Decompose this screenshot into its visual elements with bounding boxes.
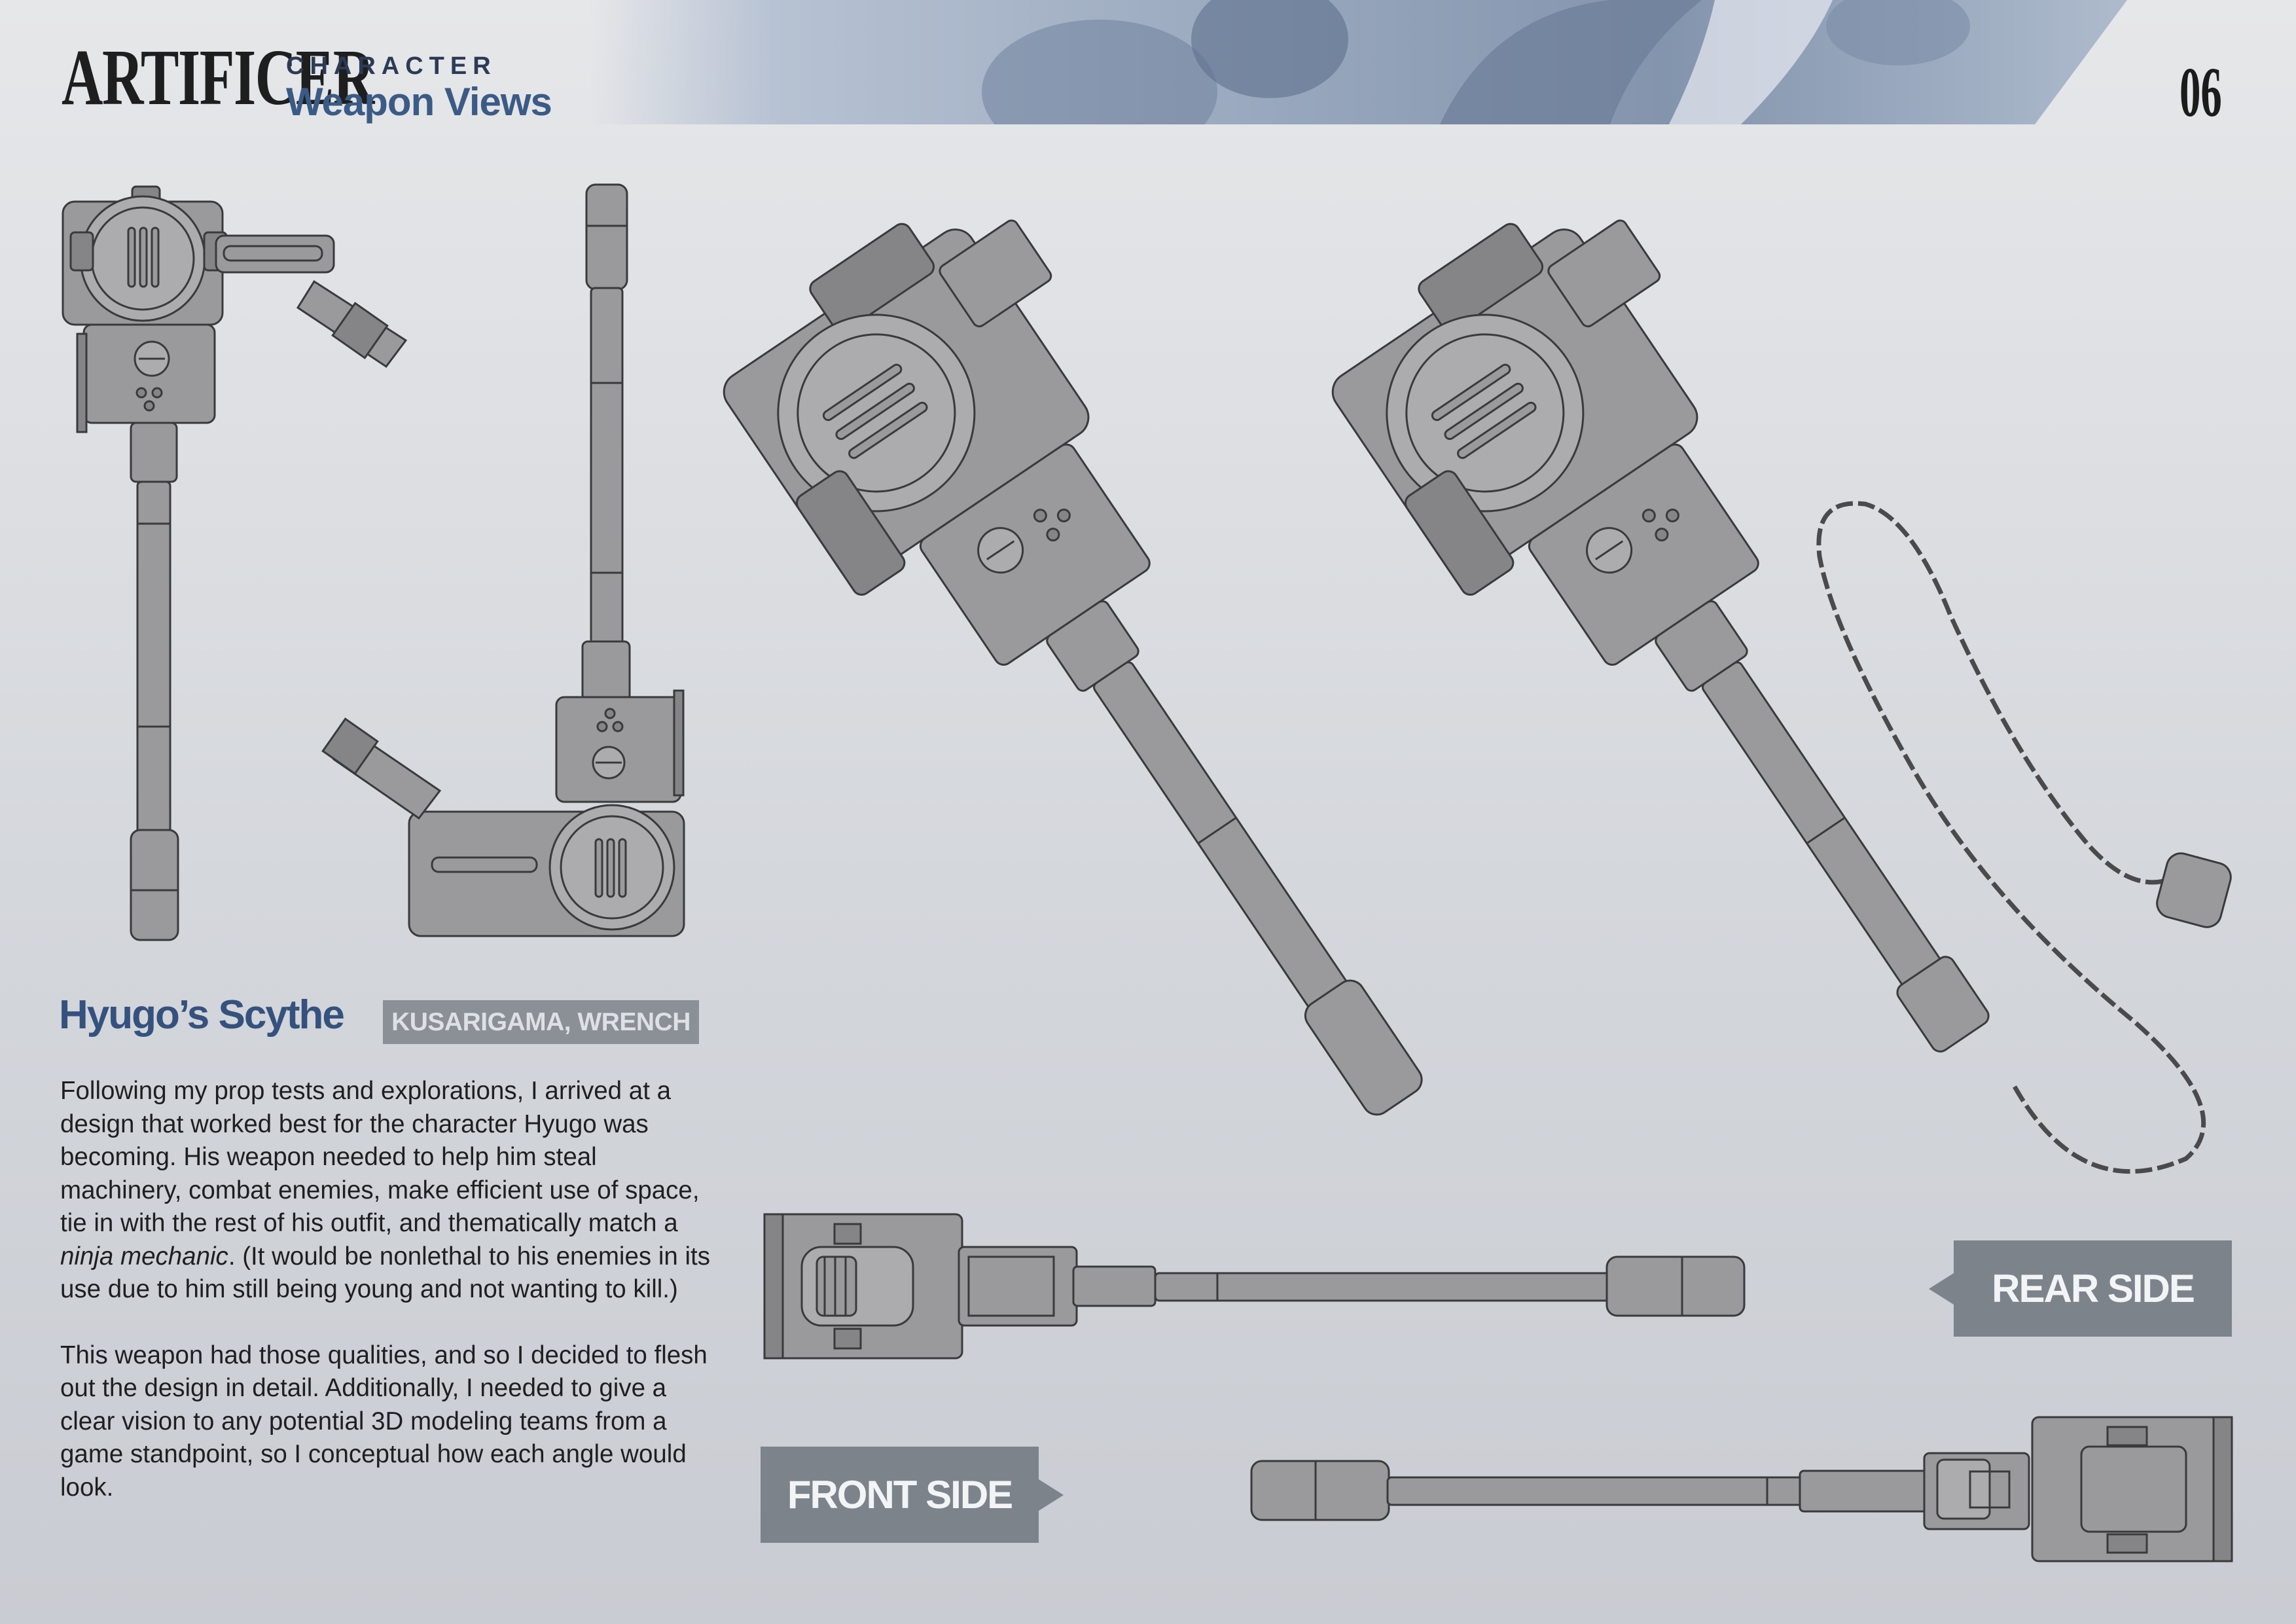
page-title: Weapon Views (286, 80, 552, 124)
paragraph-1-text: Following my prop tests and explorations… (60, 1077, 700, 1237)
weapon-perspective-view-1 (723, 219, 1423, 1116)
weapon-side-view-inverted (321, 183, 685, 937)
front-side-label: FRONT SIDE (761, 1447, 1064, 1543)
chain (1816, 501, 2206, 1174)
weapon-side-view-left (62, 185, 408, 941)
description-paragraph-1: Following my prop tests and explorations… (60, 1075, 715, 1307)
emphasis-ninja-mechanic: ninja mechanic (60, 1242, 228, 1271)
weapon-front-view (1250, 1416, 2233, 1562)
weapon-name: Hyugo’s Scythe (59, 992, 345, 1038)
weapon-rear-view (763, 1213, 1746, 1360)
page-header: ARTIFICER CHARACTER Weapon Views 06 (0, 0, 2296, 128)
description-paragraph-2: This weapon had those qualities, and so … (60, 1341, 708, 1502)
artificer-logo: ARTIFICER (62, 33, 374, 122)
header-eyebrow: CHARACTER (286, 52, 497, 80)
header-banner-art (589, 0, 2127, 124)
weapon-perspective-view-2 (1331, 219, 2232, 1174)
weapon-description: Following my prop tests and explorations… (60, 1075, 715, 1537)
page-number: 06 (2179, 54, 2222, 132)
banner-armor-illustration (982, 0, 1970, 124)
weapon-type-tag: KUSARIGAMA, WRENCH (383, 1000, 699, 1044)
paragraph-1-text-end: . (It would be nonlethal to his enemies … (60, 1242, 710, 1304)
rear-side-label: REAR SIDE (1929, 1240, 2232, 1337)
